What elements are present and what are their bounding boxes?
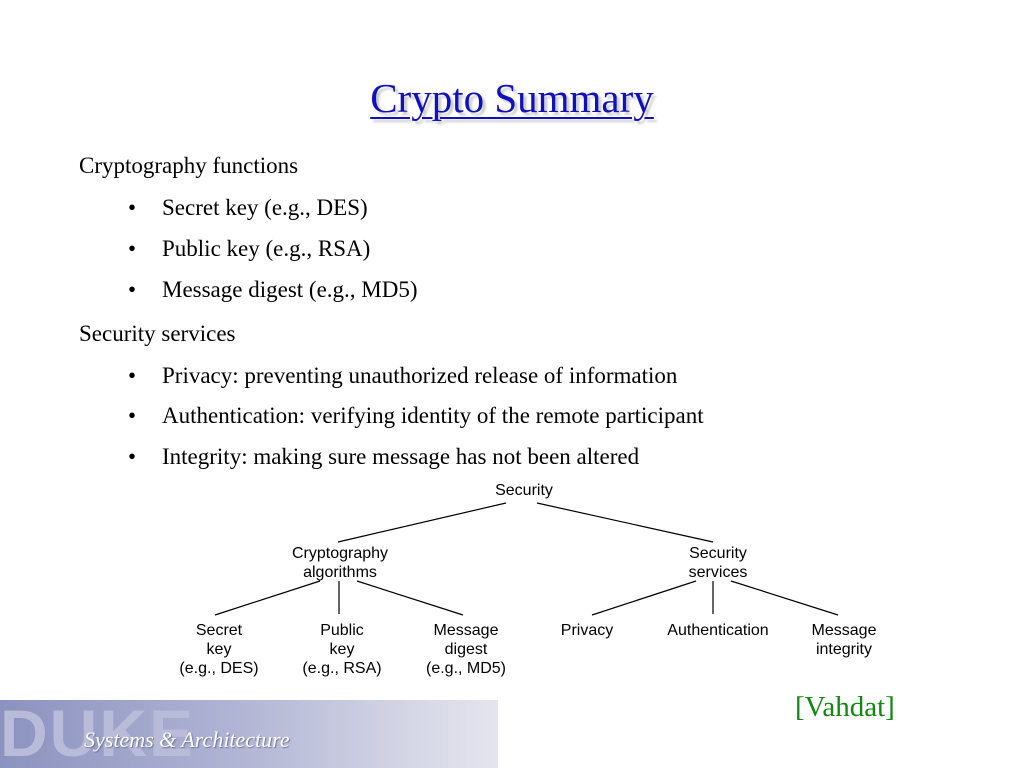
bullet-item: • Message digest (e.g., MD5) bbox=[128, 276, 418, 304]
edge-crypto-secret bbox=[214, 580, 321, 616]
bullet-glyph: • bbox=[128, 277, 137, 302]
tree-node-privacy: Privacy bbox=[560, 622, 614, 639]
bullet-glyph: • bbox=[128, 363, 137, 388]
footer-band: DUKE Systems & Architecture bbox=[0, 700, 498, 768]
bullet-text: Public key (e.g., RSA) bbox=[162, 236, 371, 261]
bullet-item: • Public key (e.g., RSA) bbox=[128, 235, 370, 263]
edge-crypto-digest bbox=[356, 580, 464, 616]
bullet-item: • Privacy: preventing unauthorized releas… bbox=[128, 362, 677, 390]
edge-root-services bbox=[536, 502, 714, 543]
footer-subtitle: Systems & Architecture bbox=[84, 727, 290, 752]
bullet-item: • Secret key (e.g., DES) bbox=[128, 194, 368, 222]
edge-services-integrity bbox=[730, 580, 839, 616]
tree-node-crypto-algorithms: Cryptography algorithms bbox=[291, 545, 389, 581]
tree-node-message-integrity: Message integrity bbox=[811, 622, 877, 658]
bullet-text: Authentication: verifying identity of th… bbox=[162, 403, 704, 428]
bullet-glyph: • bbox=[128, 236, 137, 261]
bullet-glyph: • bbox=[128, 403, 137, 428]
section-heading-crypto-functions: Cryptography functions bbox=[79, 153, 299, 178]
bullet-text: Integrity: making sure message has not b… bbox=[162, 444, 640, 469]
bullet-item: • Authentication: verifying identity of t… bbox=[128, 402, 704, 430]
edge-services-privacy bbox=[591, 580, 697, 616]
edge-root-crypto bbox=[337, 502, 507, 543]
duke-logo: DUKE bbox=[0, 700, 196, 768]
bullet-text: Secret key (e.g., DES) bbox=[162, 195, 368, 220]
tree-node-security-services: Security services bbox=[688, 545, 748, 581]
slide-title: Crypto Summary bbox=[370, 75, 654, 121]
section-heading-security-services: Security services bbox=[79, 321, 236, 346]
tree-node-public-key: Public key (e.g., RSA) bbox=[302, 622, 382, 677]
bullet-glyph: • bbox=[128, 195, 137, 220]
bullet-glyph: • bbox=[128, 444, 137, 469]
bullet-text: Message digest (e.g., MD5) bbox=[162, 277, 418, 302]
tree-node-authentication: Authentication bbox=[667, 622, 769, 639]
bullet-item: • Integrity: making sure message has not … bbox=[128, 443, 639, 471]
tree-node-secret-key: Secret key (e.g., DES) bbox=[179, 622, 259, 677]
citation: [Vahdat] bbox=[795, 691, 895, 723]
bullet-text: Privacy: preventing unauthorized release… bbox=[162, 363, 678, 388]
tree-node-security: Security bbox=[495, 482, 553, 499]
tree-node-message-digest: Message digest (e.g., MD5) bbox=[425, 622, 507, 677]
